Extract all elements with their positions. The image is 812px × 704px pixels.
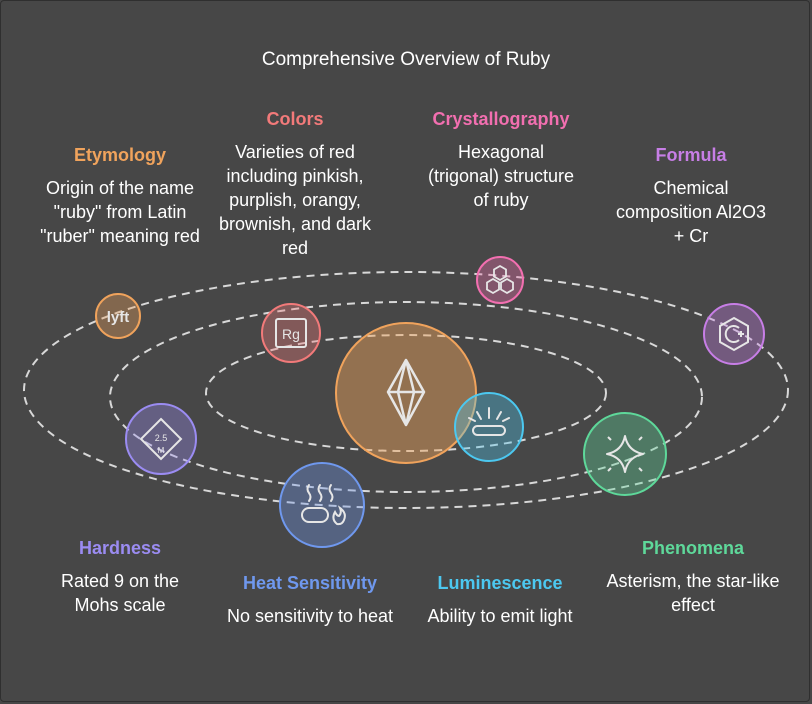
colors-description: Varieties of red including pinkish, purp… xyxy=(218,142,372,258)
colors-node: Rg xyxy=(261,303,321,363)
mohs-2-5-icon: 2.5 M xyxy=(139,417,183,461)
luminescence-heading: Luminescence xyxy=(437,573,563,593)
diagram-title: Comprehensive Overview of Ruby xyxy=(261,49,551,70)
etymology-heading: Etymology xyxy=(73,145,166,165)
diamond-icon xyxy=(386,358,426,427)
etymology-node: lyft xyxy=(95,293,141,339)
svg-text:2.5: 2.5 xyxy=(155,433,168,443)
luminescence-node xyxy=(454,392,524,462)
heat-sensitivity-heading: Heat Sensitivity xyxy=(242,573,378,593)
svg-text:M: M xyxy=(158,446,165,455)
phenomena-node xyxy=(583,412,667,496)
formula-node xyxy=(703,303,765,365)
etymology-description: Origin of the name "ruby" from Latin "ru… xyxy=(40,178,200,246)
orbit-outer xyxy=(23,271,789,509)
formula-block: Formula Chemical composition Al2O3 + Cr xyxy=(611,145,771,248)
luminescence-block: Luminescence Ability to emit light xyxy=(425,573,575,628)
heat-sensitivity-description: No sensitivity to heat xyxy=(226,606,394,626)
crystallography-node xyxy=(476,256,524,304)
light-tube-icon xyxy=(468,407,510,436)
rg-icon: Rg xyxy=(275,318,307,348)
hardness-block: Hardness Rated 9 on the Mohs scale xyxy=(45,538,195,617)
orbit-inner xyxy=(205,334,607,452)
colors-block: Colors Varieties of red including pinkis… xyxy=(215,109,375,260)
heat-sensitivity-node xyxy=(279,462,365,548)
orbit-middle xyxy=(109,301,703,493)
lyft-icon: lyft xyxy=(107,309,130,326)
formula-heading: Formula xyxy=(655,145,727,165)
phenomena-description: Asterism, the star-like effect xyxy=(606,571,780,615)
crystallography-heading: Crystallography xyxy=(432,109,570,129)
hardness-description: Rated 9 on the Mohs scale xyxy=(60,571,180,615)
center-node xyxy=(335,322,477,464)
heat-icon xyxy=(301,484,346,526)
formula-description: Chemical composition Al2O3 + Cr xyxy=(615,178,767,246)
svg-text:Rg: Rg xyxy=(282,326,300,342)
sparkle-icon xyxy=(606,435,644,473)
crystallography-description: Hexagonal (trigonal) structure of ruby xyxy=(427,142,575,210)
hexagons-icon xyxy=(486,264,514,295)
phenomena-heading: Phenomena xyxy=(641,538,745,558)
luminescence-description: Ability to emit light xyxy=(427,606,573,626)
heat-sensitivity-block: Heat Sensitivity No sensitivity to heat xyxy=(225,573,395,628)
hardness-node: 2.5 M xyxy=(125,403,197,475)
crystallography-block: Crystallography Hexagonal (trigonal) str… xyxy=(421,109,581,212)
hardness-heading: Hardness xyxy=(78,538,162,558)
c-plus-icon xyxy=(719,316,749,352)
phenomena-block: Phenomena Asterism, the star-like effect xyxy=(603,538,783,617)
colors-heading: Colors xyxy=(266,109,324,129)
etymology-block: Etymology Origin of the name "ruby" from… xyxy=(30,145,210,248)
